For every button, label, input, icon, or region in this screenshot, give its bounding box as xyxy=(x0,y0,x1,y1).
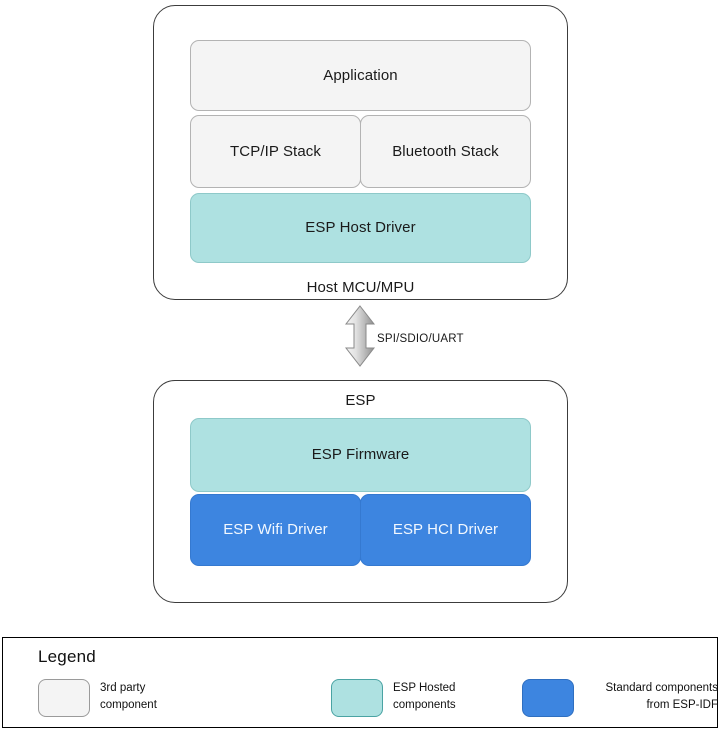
bus-interface-label: SPI/SDIO/UART xyxy=(377,333,464,345)
block-esp-host-driver[interactable]: ESP Host Driver xyxy=(190,193,531,263)
legend-label-line2: component xyxy=(100,699,157,711)
legend-swatch-esp-hosted xyxy=(331,679,383,717)
legend-item-third-party: 3rd party component xyxy=(38,679,298,717)
legend-item-esp-idf: Standard components from ESP-IDF xyxy=(522,679,718,717)
legend-label-third-party: 3rd party component xyxy=(100,680,157,714)
legend-item-esp-hosted: ESP Hosted components xyxy=(331,679,591,717)
legend-title: Legend xyxy=(38,647,96,666)
block-esp-wifi-driver[interactable]: ESP Wifi Driver xyxy=(190,494,361,566)
legend-label-line1: ESP Hosted xyxy=(393,682,456,694)
legend-swatch-third-party xyxy=(38,679,90,717)
host-mcu-label: Host MCU/MPU xyxy=(306,279,415,296)
legend-label-line2: from ESP-IDF xyxy=(646,699,718,711)
legend-label-line2: components xyxy=(393,699,456,711)
block-esp-hci-driver[interactable]: ESP HCI Driver xyxy=(360,494,531,566)
block-bluetooth-stack[interactable]: Bluetooth Stack xyxy=(360,115,531,188)
legend-label-esp-hosted: ESP Hosted components xyxy=(393,680,456,714)
double-headed-vertical-arrow-icon xyxy=(344,305,376,367)
legend-label-line1: Standard components xyxy=(605,682,718,694)
legend-label-esp-idf: Standard components from ESP-IDF xyxy=(584,680,718,714)
legend-label-line1: 3rd party xyxy=(100,682,146,694)
block-application[interactable]: Application xyxy=(190,40,531,111)
esp-label: ESP xyxy=(345,392,376,409)
legend-swatch-esp-idf xyxy=(522,679,574,717)
block-tcp-ip-stack[interactable]: TCP/IP Stack xyxy=(190,115,361,188)
block-esp-firmware[interactable]: ESP Firmware xyxy=(190,418,531,492)
